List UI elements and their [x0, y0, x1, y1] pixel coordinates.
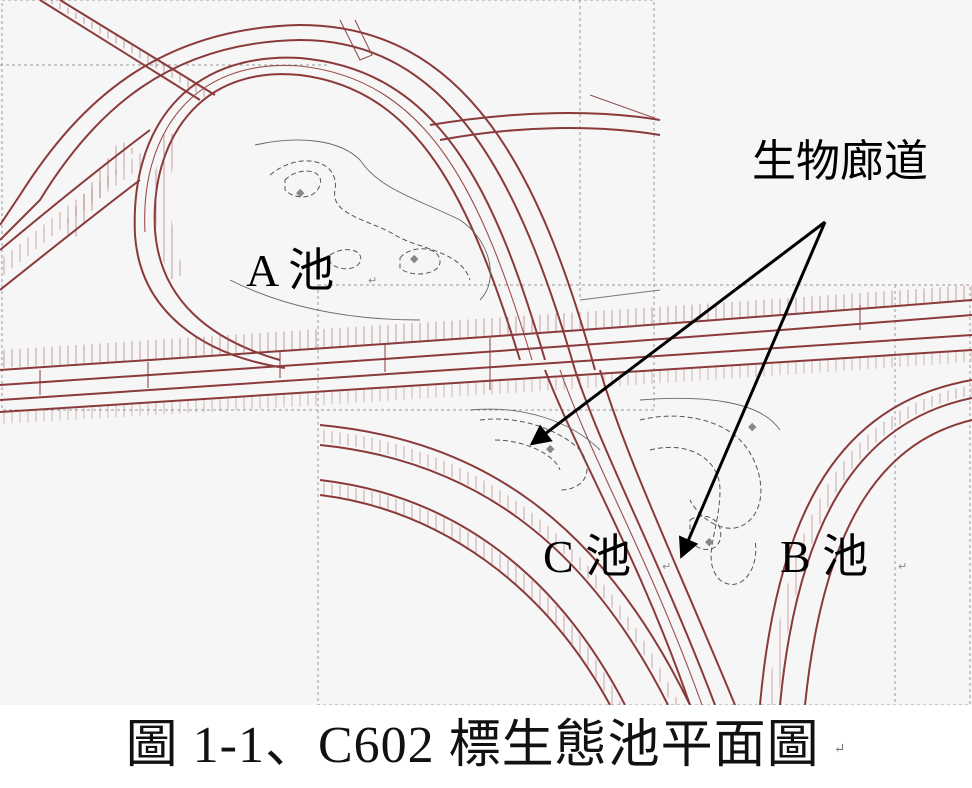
pond-a-para-mark: ↵	[368, 274, 377, 287]
pond-b-outline: ◆ ◆	[639, 397, 781, 585]
pond-b-label: B 池	[780, 531, 868, 582]
figure-caption-text: 圖 1-1、C602 標生態池平面圖	[125, 717, 820, 774]
pond-c-para-mark: ↵	[662, 560, 671, 573]
caption-para-mark: ↵	[833, 742, 847, 758]
corridor-arrow-to-c	[529, 220, 826, 446]
interchange-plan-drawing: ◆ ◆ ◆ ◆ ◆ 生物廊道 A 池 ↵ C 池 ↵ B 池 ↵	[0, 0, 972, 705]
corridor-label: 生物廊道	[752, 136, 928, 187]
southwest-ramp	[319, 424, 691, 705]
east-upper-road	[429, 94, 661, 301]
pond-c-outline: ◆	[469, 408, 601, 491]
svg-text:◆: ◆	[410, 252, 419, 265]
west-ramp	[0, 129, 151, 291]
svg-text:◆: ◆	[748, 420, 757, 433]
central-ramps	[544, 369, 736, 705]
svg-text:◆: ◆	[705, 535, 714, 548]
corridor-arrows	[529, 220, 827, 559]
svg-text:◆: ◆	[546, 442, 555, 455]
figure-caption: 圖 1-1、C602 標生態池平面圖 ↵	[0, 708, 972, 784]
sheet-borders	[0, 0, 971, 705]
southeast-ramp	[759, 379, 972, 705]
station-ticks	[39, 305, 861, 395]
pond-b-para-mark: ↵	[898, 560, 907, 573]
svg-text:◆: ◆	[296, 186, 305, 199]
main-highway	[0, 285, 972, 424]
pond-c-label: C 池	[543, 531, 631, 582]
corridor-arrow-to-b	[678, 221, 827, 559]
pond-a-outline: ◆ ◆	[229, 139, 491, 321]
pond-a-label: A 池	[246, 245, 334, 296]
northwest-ramp	[39, 0, 373, 101]
